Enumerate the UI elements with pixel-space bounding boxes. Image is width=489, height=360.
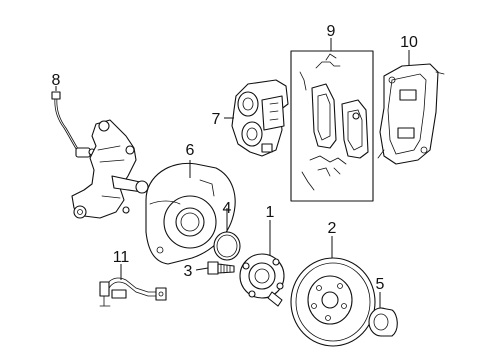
leader-lines	[55, 38, 410, 308]
callout-2: 2	[328, 220, 337, 237]
callout-10: 10	[400, 34, 418, 51]
callout-7: 7	[212, 111, 221, 128]
callout-5: 5	[376, 276, 385, 293]
part-8-wheel-speed-sensor	[51, 91, 96, 158]
part-10-caliper-bracket	[377, 63, 445, 165]
callout-1: 1	[266, 204, 275, 221]
callout-3: 3	[184, 263, 193, 280]
callout-6: 6	[186, 142, 195, 159]
part-3-hub-bolt	[207, 261, 235, 275]
part-2-rotor	[290, 257, 376, 347]
part-4-o-ring	[213, 231, 241, 261]
part-1-hub-bearing	[239, 253, 285, 307]
callout-labels: 8 6 4 1 2 5 3 7 9 10 11	[52, 23, 418, 293]
part-11-brake-hose	[99, 277, 167, 307]
steering-knuckle	[71, 119, 149, 219]
callout-9: 9	[327, 23, 336, 40]
part-5-dust-cap	[368, 307, 398, 337]
part-9-pad-kit	[290, 50, 374, 202]
leader-3	[195, 267, 209, 271]
part-7-caliper	[231, 79, 289, 157]
callout-11: 11	[113, 249, 130, 266]
part-6-dust-shield	[145, 162, 236, 265]
callout-8: 8	[52, 72, 61, 89]
callout-4: 4	[223, 200, 232, 217]
